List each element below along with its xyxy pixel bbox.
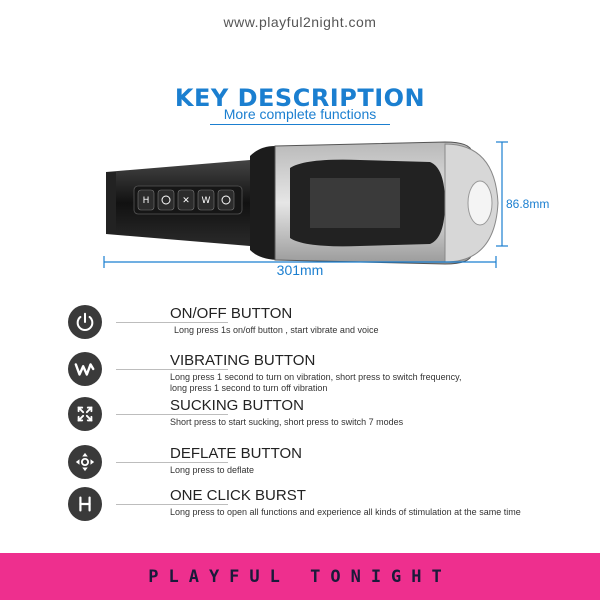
leader-line — [116, 414, 228, 415]
function-description: Long press 1 second to turn on vibration… — [170, 372, 570, 394]
h-letter-icon — [68, 487, 102, 521]
subtitle-underline — [210, 124, 390, 125]
function-description: Long press to deflate — [170, 465, 255, 475]
function-row-deflate: DEFLATE BUTTON Long press to deflate — [68, 445, 568, 489]
page-subtitle: More complete functions — [223, 106, 377, 122]
function-title: DEFLATE BUTTON — [170, 445, 302, 462]
deflate-icon — [68, 445, 102, 479]
leader-line — [116, 369, 228, 370]
page-title: KEY DESCRIPTION — [174, 84, 426, 112]
function-description: Short press to start sucking, short pres… — [170, 417, 404, 427]
brand-name: PLAYFUL TONIGHT — [148, 566, 452, 587]
function-description-line: long press 1 second to turn off vibratio… — [170, 383, 328, 393]
svg-text:H: H — [143, 196, 150, 206]
leader-line — [116, 322, 228, 323]
function-title: SUCKING BUTTON — [170, 397, 304, 414]
product-illustration: H ✕ W — [106, 141, 499, 265]
vibration-w-icon — [68, 352, 102, 386]
function-description: Long press 1s on/off button , start vibr… — [174, 325, 379, 335]
svg-text:✕: ✕ — [182, 196, 190, 206]
function-row-sucking: SUCKING BUTTON Short press to start suck… — [68, 397, 568, 441]
function-description: Long press to open all functions and exp… — [170, 507, 521, 517]
length-dimension-label: 301mm — [276, 262, 324, 278]
function-title: ONE CLICK BURST — [170, 487, 306, 504]
brand-footer: PLAYFUL TONIGHT — [0, 553, 600, 600]
function-row-burst: ONE CLICK BURST Long press to open all f… — [68, 487, 568, 531]
function-row-on-off: ON/OFF BUTTON Long press 1s on/off butto… — [68, 305, 568, 349]
sucking-icon — [68, 397, 102, 431]
function-title: ON/OFF BUTTON — [170, 305, 293, 322]
function-description-line: Long press 1 second to turn on vibration… — [170, 372, 462, 382]
site-url: www.playful2night.com — [223, 14, 377, 30]
leader-line — [116, 462, 228, 463]
function-title: VIBRATING BUTTON — [170, 352, 316, 369]
power-icon — [68, 305, 102, 339]
leader-line — [116, 504, 228, 505]
svg-text:W: W — [202, 196, 211, 206]
diameter-dimension-label: 86.8mm — [506, 197, 550, 211]
function-row-vibrating: VIBRATING BUTTON Long press 1 second to … — [68, 352, 568, 396]
